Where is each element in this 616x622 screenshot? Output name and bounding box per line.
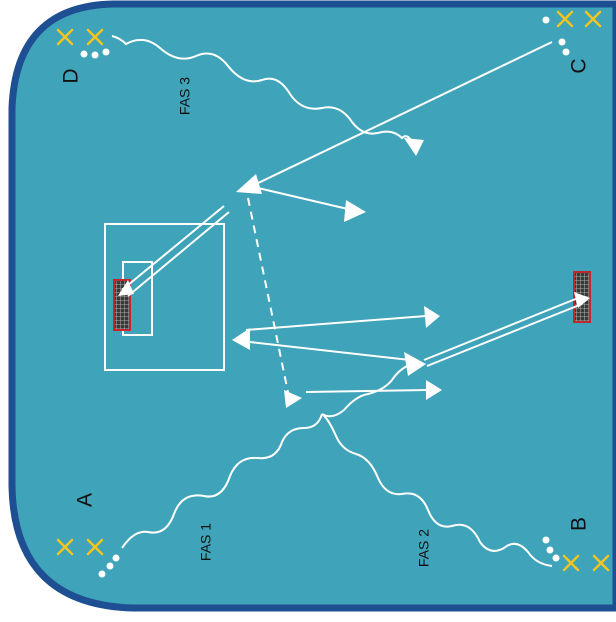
- dribble-path-a: [121, 413, 323, 549]
- arrowhead-shot-left: [118, 280, 134, 296]
- cross-cone-icon: [584, 10, 602, 28]
- phase-label-fas3: FAS 3: [177, 77, 193, 115]
- ball-icon: [98, 554, 120, 578]
- ball-icon: [80, 48, 110, 59]
- arrowhead-pass-1: [344, 200, 366, 222]
- shot-line-left: [121, 205, 230, 297]
- shot-line-right: [423, 297, 583, 367]
- arrowhead-pass-4: [426, 380, 442, 400]
- arrowhead-pass-2-left: [232, 328, 250, 350]
- pass-line-4: [305, 389, 429, 393]
- cross-cone-icon: [556, 10, 574, 28]
- corner-label-d: D: [60, 68, 83, 83]
- penalty-area: [104, 223, 225, 371]
- pass-line-2: [245, 315, 427, 331]
- dribble-path-d: [111, 35, 415, 147]
- cross-cone-icon: [86, 538, 104, 556]
- cross-cone-icon: [56, 538, 74, 556]
- arrowhead-dashed-run: [284, 390, 302, 408]
- dribble-path-fas2: [321, 363, 413, 418]
- pass-line-c: [251, 41, 553, 187]
- phase-label-fas2: FAS 2: [416, 529, 432, 567]
- pass-line-3: [249, 341, 411, 361]
- ball-icon: [542, 536, 560, 562]
- corner-label-a: A: [74, 493, 97, 507]
- corner-label-c: C: [568, 58, 591, 73]
- cross-cone-icon: [562, 554, 580, 572]
- arrowhead-shot-right: [574, 292, 590, 308]
- cross-cone-icon: [86, 28, 104, 46]
- corner-label-b: B: [568, 517, 591, 531]
- arrowhead-top-receive: [236, 174, 262, 194]
- arrowhead-pass-3: [404, 352, 426, 376]
- cross-cone-icon: [592, 554, 610, 572]
- cross-cone-icon: [56, 28, 74, 46]
- phase-label-fas1: FAS 1: [198, 523, 214, 561]
- pitch-area: [8, 0, 616, 612]
- arrowhead-pass-2-right: [424, 306, 440, 328]
- pass-line-1: [257, 187, 353, 211]
- arrowhead-dribble-d: [404, 138, 424, 156]
- dribble-path-b: [321, 413, 553, 567]
- dashed-run: [247, 197, 291, 403]
- ball-icon: [542, 16, 570, 56]
